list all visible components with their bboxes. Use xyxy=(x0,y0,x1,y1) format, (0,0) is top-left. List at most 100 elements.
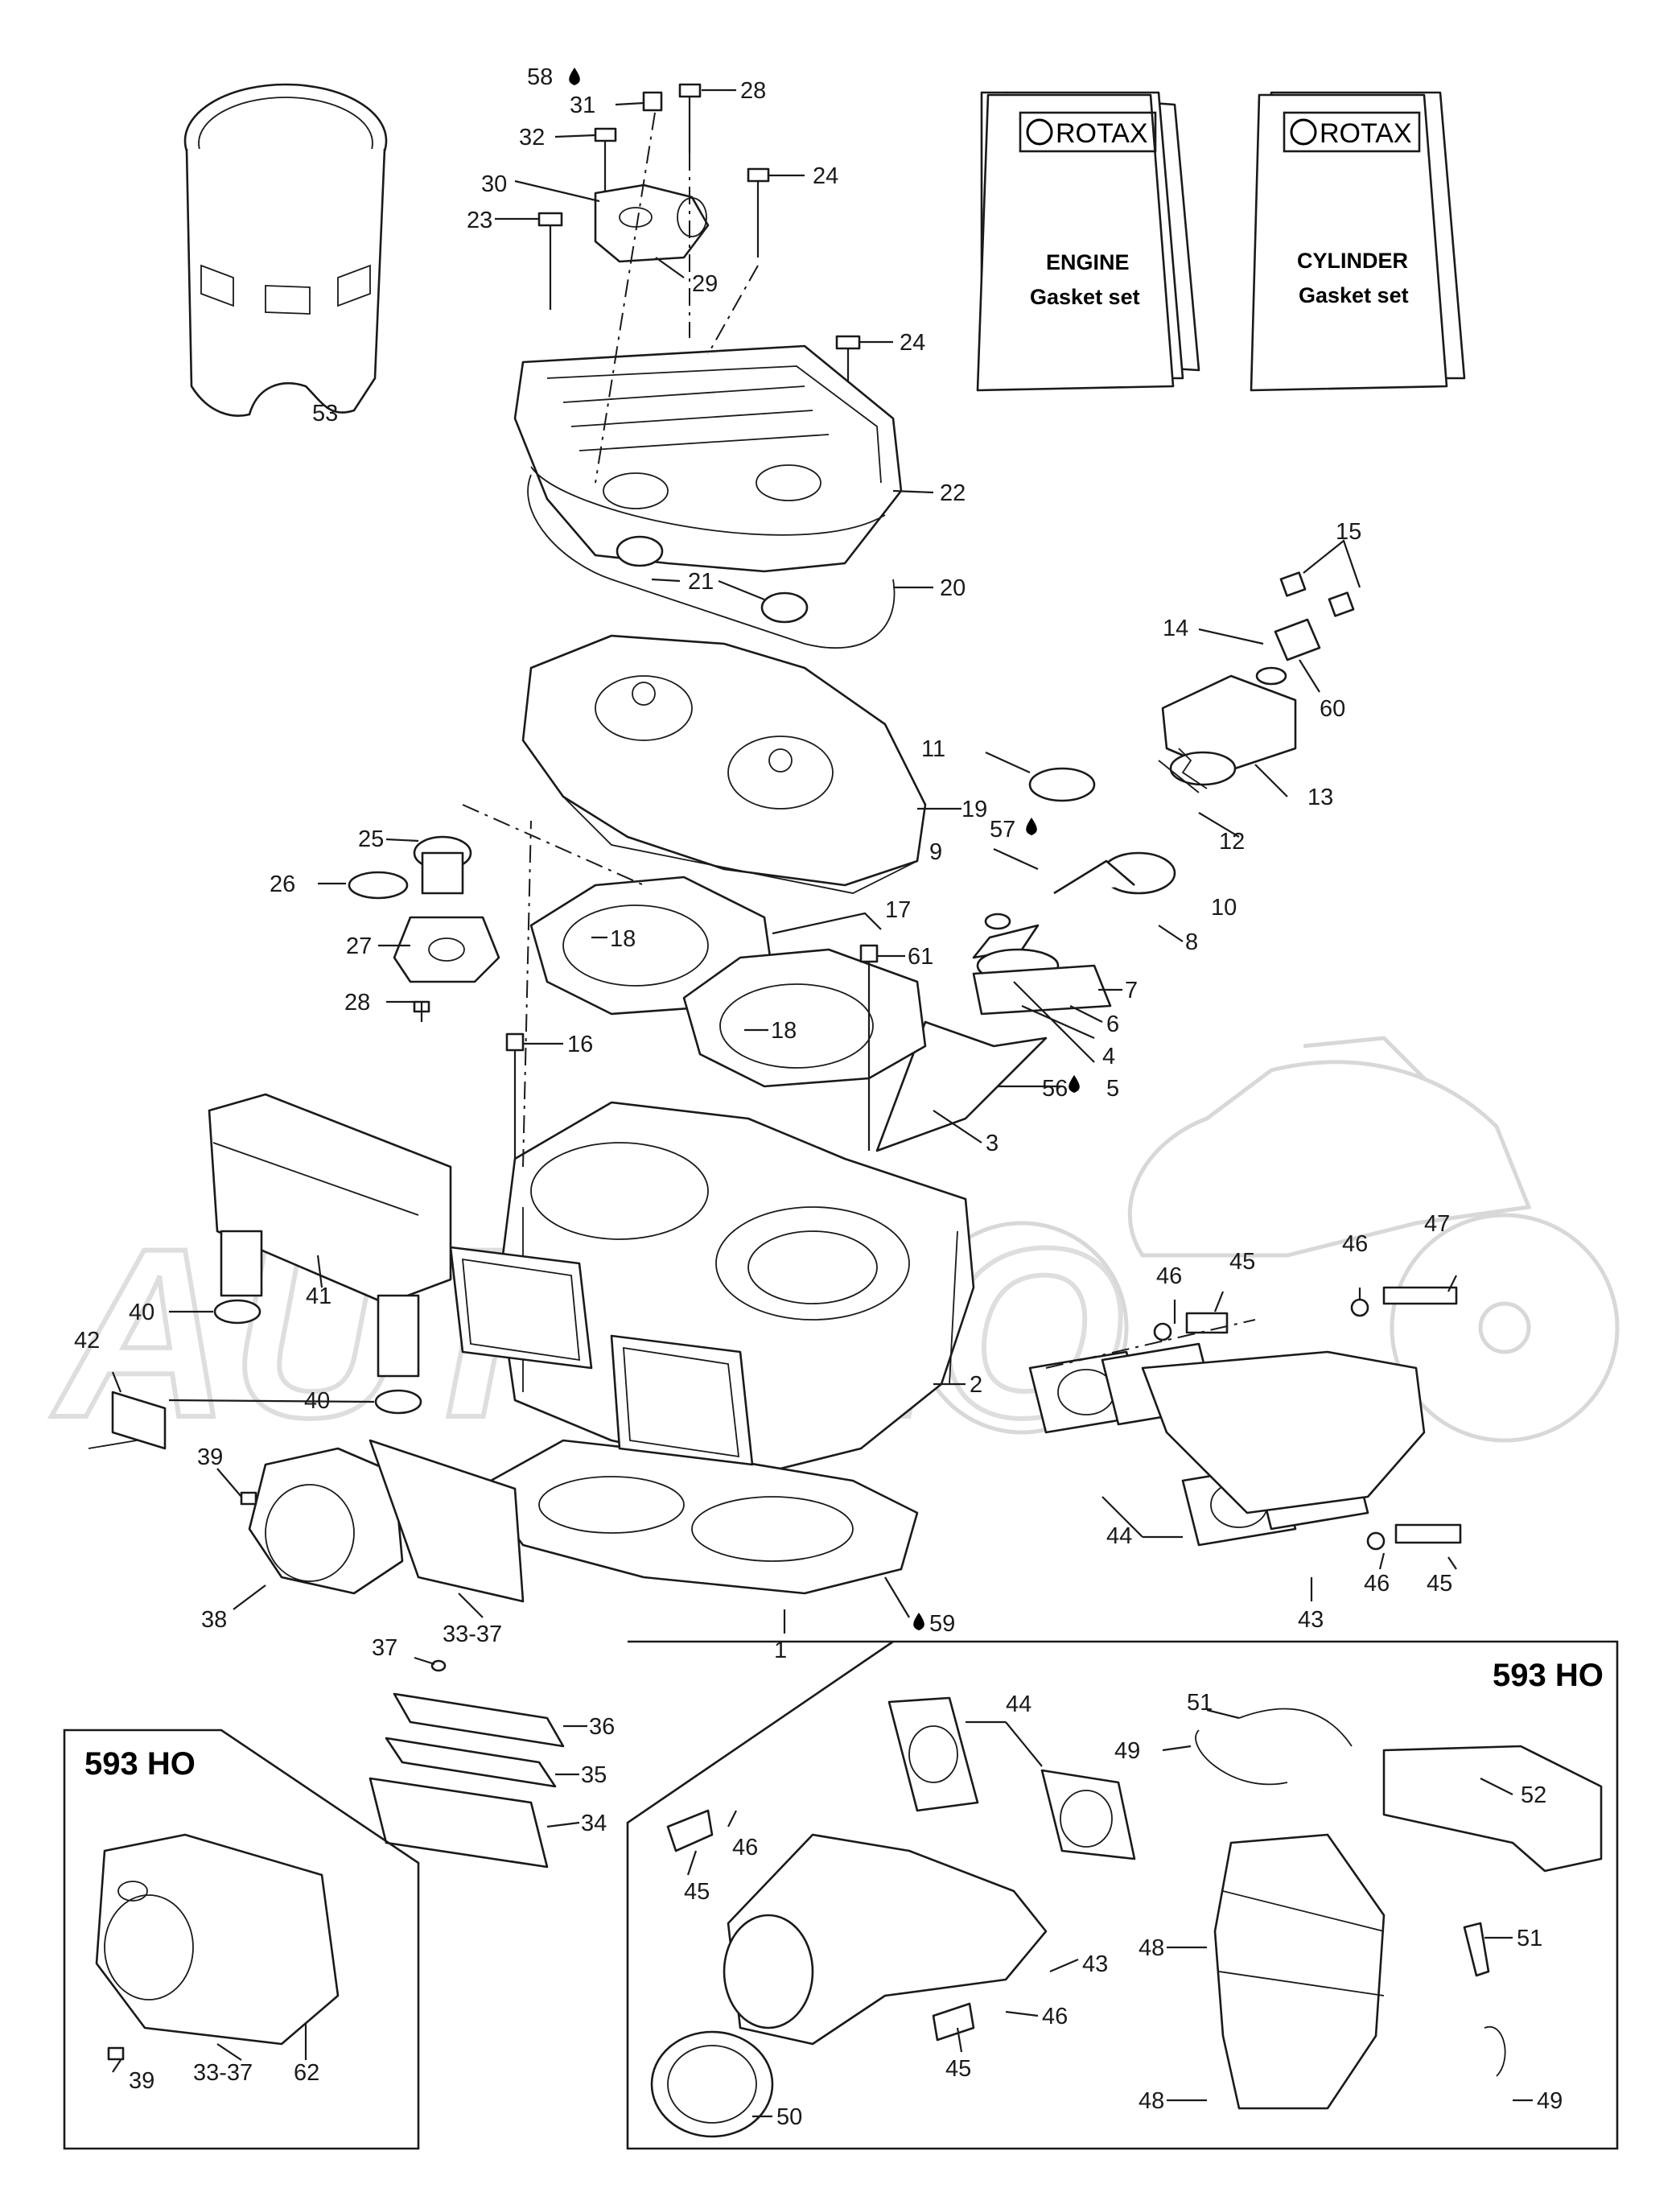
book-title-line2: Gasket set xyxy=(1299,283,1409,307)
callout-label: 16 xyxy=(567,1032,593,1057)
callout-label: 59 xyxy=(929,1611,955,1637)
callout-label: 60 xyxy=(1320,696,1345,722)
callout-label: 40 xyxy=(129,1300,154,1325)
callout-label: 46 xyxy=(1156,1263,1182,1289)
exhaust-valve-assembly xyxy=(875,571,1355,1152)
callout-label: 46 xyxy=(1042,2004,1068,2029)
callout-label: 51 xyxy=(1187,1690,1213,1716)
callout-label: 37 xyxy=(372,1635,397,1661)
callout-label: 42 xyxy=(74,1328,100,1354)
oil-drop-icon xyxy=(913,1613,924,1630)
callout-label: 15 xyxy=(1336,519,1361,545)
cylinder-sleeve xyxy=(183,83,388,417)
callout-label: 26 xyxy=(270,871,295,897)
callout-label: 45 xyxy=(945,2056,971,2082)
callout-label: 45 xyxy=(684,1879,710,1905)
book-brand: ROTAX xyxy=(1056,118,1148,149)
reed-stack xyxy=(369,1659,565,1869)
book-title-line1: ENGINE xyxy=(1046,250,1130,274)
reed-valve-cages xyxy=(449,1246,754,1466)
book-title-line2: Gasket set xyxy=(1030,285,1140,309)
callout-label: 62 xyxy=(294,2060,319,2086)
oil-drop-icon xyxy=(569,68,580,85)
callout-label: 29 xyxy=(692,271,718,297)
callout-label: 34 xyxy=(581,1811,607,1836)
callout-label: 46 xyxy=(1364,1571,1390,1597)
assembly-centerlines xyxy=(462,112,1256,1369)
callout-label: 46 xyxy=(1342,1231,1368,1257)
bracket-42 xyxy=(88,1391,167,1450)
inset-left-title: 593 HO xyxy=(84,1746,196,1782)
callout-label: 14 xyxy=(1163,616,1188,641)
callout-label: 49 xyxy=(1114,1738,1140,1764)
inset-right-title: 593 HO xyxy=(1493,1658,1604,1693)
exhaust-manifold xyxy=(208,1093,452,1415)
callout-label: 18 xyxy=(610,926,636,952)
callout-label: 35 xyxy=(581,1762,607,1788)
rotax-gear-logo-icon xyxy=(1290,118,1317,146)
rotax-gear-logo-icon xyxy=(1026,118,1053,146)
inset-left: 593 HO xyxy=(63,1729,420,2150)
thermostat-parts xyxy=(348,835,500,1022)
callout-label: 44 xyxy=(1006,1691,1031,1717)
callout-label: 44 xyxy=(1106,1523,1132,1549)
callout-label: 45 xyxy=(1427,1571,1452,1597)
callout-label: 13 xyxy=(1307,785,1333,810)
leader-lines xyxy=(111,89,1533,2118)
callout-label: 31 xyxy=(570,93,595,118)
callout-label: 38 xyxy=(201,1607,227,1633)
callout-label: 36 xyxy=(589,1714,615,1740)
callout-label: 28 xyxy=(740,78,766,104)
callout-label: 21 xyxy=(688,569,714,595)
callout-numbers: 58 31 28 32 24 30 23 29 24 53 22 21 20 1… xyxy=(74,64,1563,2130)
callout-label: 58 xyxy=(527,64,553,90)
callout-label: 23 xyxy=(467,208,492,233)
cylinder-head xyxy=(521,634,927,894)
callout-label: 41 xyxy=(306,1284,331,1309)
callout-label: 32 xyxy=(519,125,545,150)
oil-drop-icons xyxy=(569,68,1080,1630)
callout-label: 17 xyxy=(885,897,911,923)
callout-label: 51 xyxy=(1517,1926,1542,1951)
callout-label: 3 xyxy=(986,1131,999,1156)
book-title-line1: CYLINDER xyxy=(1297,249,1408,273)
studs xyxy=(505,944,879,1179)
book-brand: ROTAX xyxy=(1320,118,1412,149)
oil-drop-icon xyxy=(1026,818,1037,835)
cylinder-gasket-set-book: ROTAX CYLINDER Gasket set xyxy=(1250,91,1466,392)
callout-label: 11 xyxy=(921,736,945,762)
callout-label: 46 xyxy=(732,1835,758,1860)
callout-label: 12 xyxy=(1219,829,1245,855)
callout-label: 19 xyxy=(961,797,987,822)
water-outlet xyxy=(594,183,710,263)
engine-gasket-set-book: ROTAX ENGINE Gasket set xyxy=(976,91,1200,392)
callout-label: 33-37 xyxy=(193,2060,253,2086)
head-gaskets xyxy=(527,474,896,649)
callout-label: 33-37 xyxy=(443,1621,502,1647)
callout-label: 61 xyxy=(908,944,933,970)
callout-label: 24 xyxy=(900,330,925,356)
callout-label: 56 xyxy=(1042,1076,1068,1102)
callout-label: 1 xyxy=(774,1638,787,1663)
callout-label: 53 xyxy=(312,401,338,426)
callout-label: 22 xyxy=(940,480,966,506)
exhaust-flange xyxy=(1028,1286,1462,1551)
callout-label: 7 xyxy=(1125,978,1138,1003)
callout-label: 24 xyxy=(813,163,838,189)
oil-drop-icon xyxy=(1069,1075,1080,1093)
callout-label: 43 xyxy=(1082,1951,1108,1977)
callout-label: 9 xyxy=(929,839,942,865)
callout-label: 8 xyxy=(1185,929,1198,955)
callout-label: 43 xyxy=(1298,1607,1324,1633)
cylinder-head-gaskets xyxy=(529,876,927,1088)
callout-label: 49 xyxy=(1537,2088,1563,2114)
callout-label: 47 xyxy=(1424,1211,1450,1237)
callout-label: 39 xyxy=(129,2068,154,2094)
callout-label: 57 xyxy=(990,817,1015,843)
callout-label: 39 xyxy=(197,1444,223,1470)
callout-label: 4 xyxy=(1102,1044,1115,1069)
callout-label: 52 xyxy=(1521,1782,1546,1808)
callout-label: 48 xyxy=(1139,2088,1164,2114)
callout-label: 20 xyxy=(940,575,966,601)
